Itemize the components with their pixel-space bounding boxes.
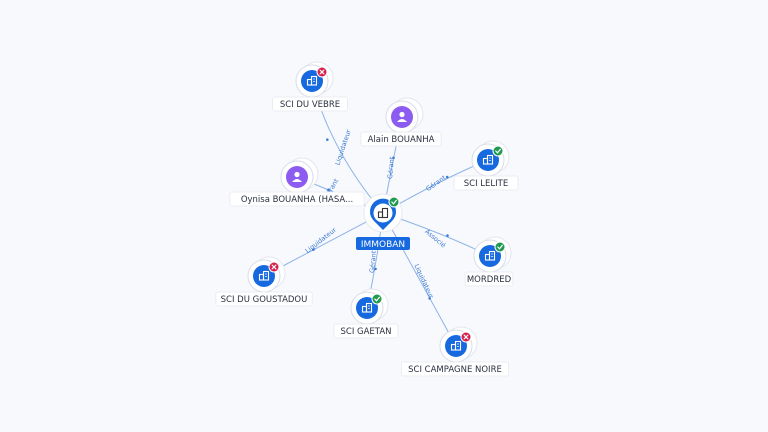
svg-text:SCI GAETAN: SCI GAETAN: [340, 327, 391, 337]
building-icon: [445, 335, 467, 357]
edge-arrow-icon: [392, 156, 395, 160]
svg-text:MORDRED: MORDRED: [467, 275, 512, 285]
node-sci-gaetan[interactable]: SCI GAETAN: [333, 288, 399, 339]
edge-arrow-icon: [326, 138, 329, 141]
node-label: Oynisa BOUANHA (HASA...: [229, 191, 365, 207]
node-label: SCI DU VEBRE: [272, 96, 348, 112]
center-node[interactable]: IMMOBAN: [356, 193, 410, 250]
check-badge-icon: [388, 196, 400, 208]
node-mordred[interactable]: MORDRED: [464, 236, 514, 287]
person-icon: [391, 106, 413, 128]
node-sci-lelite[interactable]: SCI LELITE: [453, 140, 519, 191]
node-label: MORDRED: [464, 271, 514, 287]
edge-arrow-icon: [446, 234, 449, 237]
edge-label: Gérant: [386, 156, 396, 179]
nodes-layer: SCI DU VEBRE Alain BOUANHA Oynisa BOUANHA …: [215, 61, 519, 377]
node-label: SCI CAMPAGNE NOIRE: [400, 361, 509, 377]
edge-label: Liquidateur: [304, 226, 338, 255]
edge-arrow-icon: [445, 175, 449, 179]
edge-arrow-icon: [327, 188, 330, 192]
svg-text:SCI CAMPAGNE NOIRE: SCI CAMPAGNE NOIRE: [408, 365, 502, 375]
edge-label: Gérant: [368, 250, 378, 273]
building-icon: [356, 297, 378, 319]
node-alain-bouanha[interactable]: Alain BOUANHA: [360, 97, 442, 147]
node-oynisa-bouanha[interactable]: Oynisa BOUANHA (HASA...: [229, 157, 365, 207]
node-label: Alain BOUANHA: [360, 131, 442, 147]
cross-badge-icon: [268, 261, 280, 273]
edge-label: Associé: [423, 228, 447, 250]
building-icon: [253, 265, 275, 287]
node-sci-du-goustadou[interactable]: SCI DU GOUSTADOU: [215, 256, 313, 307]
node-label: SCI DU GOUSTADOU: [215, 291, 313, 307]
cross-badge-icon: [316, 66, 328, 78]
edge-arrow-icon: [428, 297, 431, 300]
svg-text:SCI LELITE: SCI LELITE: [464, 179, 508, 189]
svg-text:SCI DU GOUSTADOU: SCI DU GOUSTADOU: [221, 295, 308, 305]
check-badge-icon: [492, 145, 504, 157]
edge-label: Liquidateur: [334, 128, 353, 166]
node-sci-campagne-noire[interactable]: SCI CAMPAGNE NOIRE: [400, 326, 509, 377]
svg-text:SCI DU VEBRE: SCI DU VEBRE: [280, 100, 340, 110]
building-icon: [301, 70, 323, 92]
person-icon: [286, 166, 308, 188]
check-badge-icon: [371, 293, 383, 305]
center-label: IMMOBAN: [356, 237, 410, 250]
node-label: SCI LELITE: [453, 175, 519, 191]
edge-arrow-icon: [374, 267, 377, 271]
svg-text:Oynisa BOUANHA (HASA...: Oynisa BOUANHA (HASA...: [241, 195, 353, 205]
check-badge-icon: [494, 241, 506, 253]
building-icon: [479, 245, 501, 267]
svg-text:Alain BOUANHA: Alain BOUANHA: [368, 135, 435, 145]
cross-badge-icon: [460, 331, 472, 343]
node-sci-du-vebre[interactable]: SCI DU VEBRE: [272, 61, 348, 112]
building-icon: [370, 198, 397, 230]
node-label: SCI GAETAN: [333, 323, 399, 339]
edge-arrow-icon: [312, 248, 315, 251]
edge-label: Liquidateur: [412, 263, 435, 300]
svg-text:IMMOBAN: IMMOBAN: [361, 240, 405, 250]
building-icon: [477, 149, 499, 171]
edge-label: Gérant: [424, 173, 447, 193]
